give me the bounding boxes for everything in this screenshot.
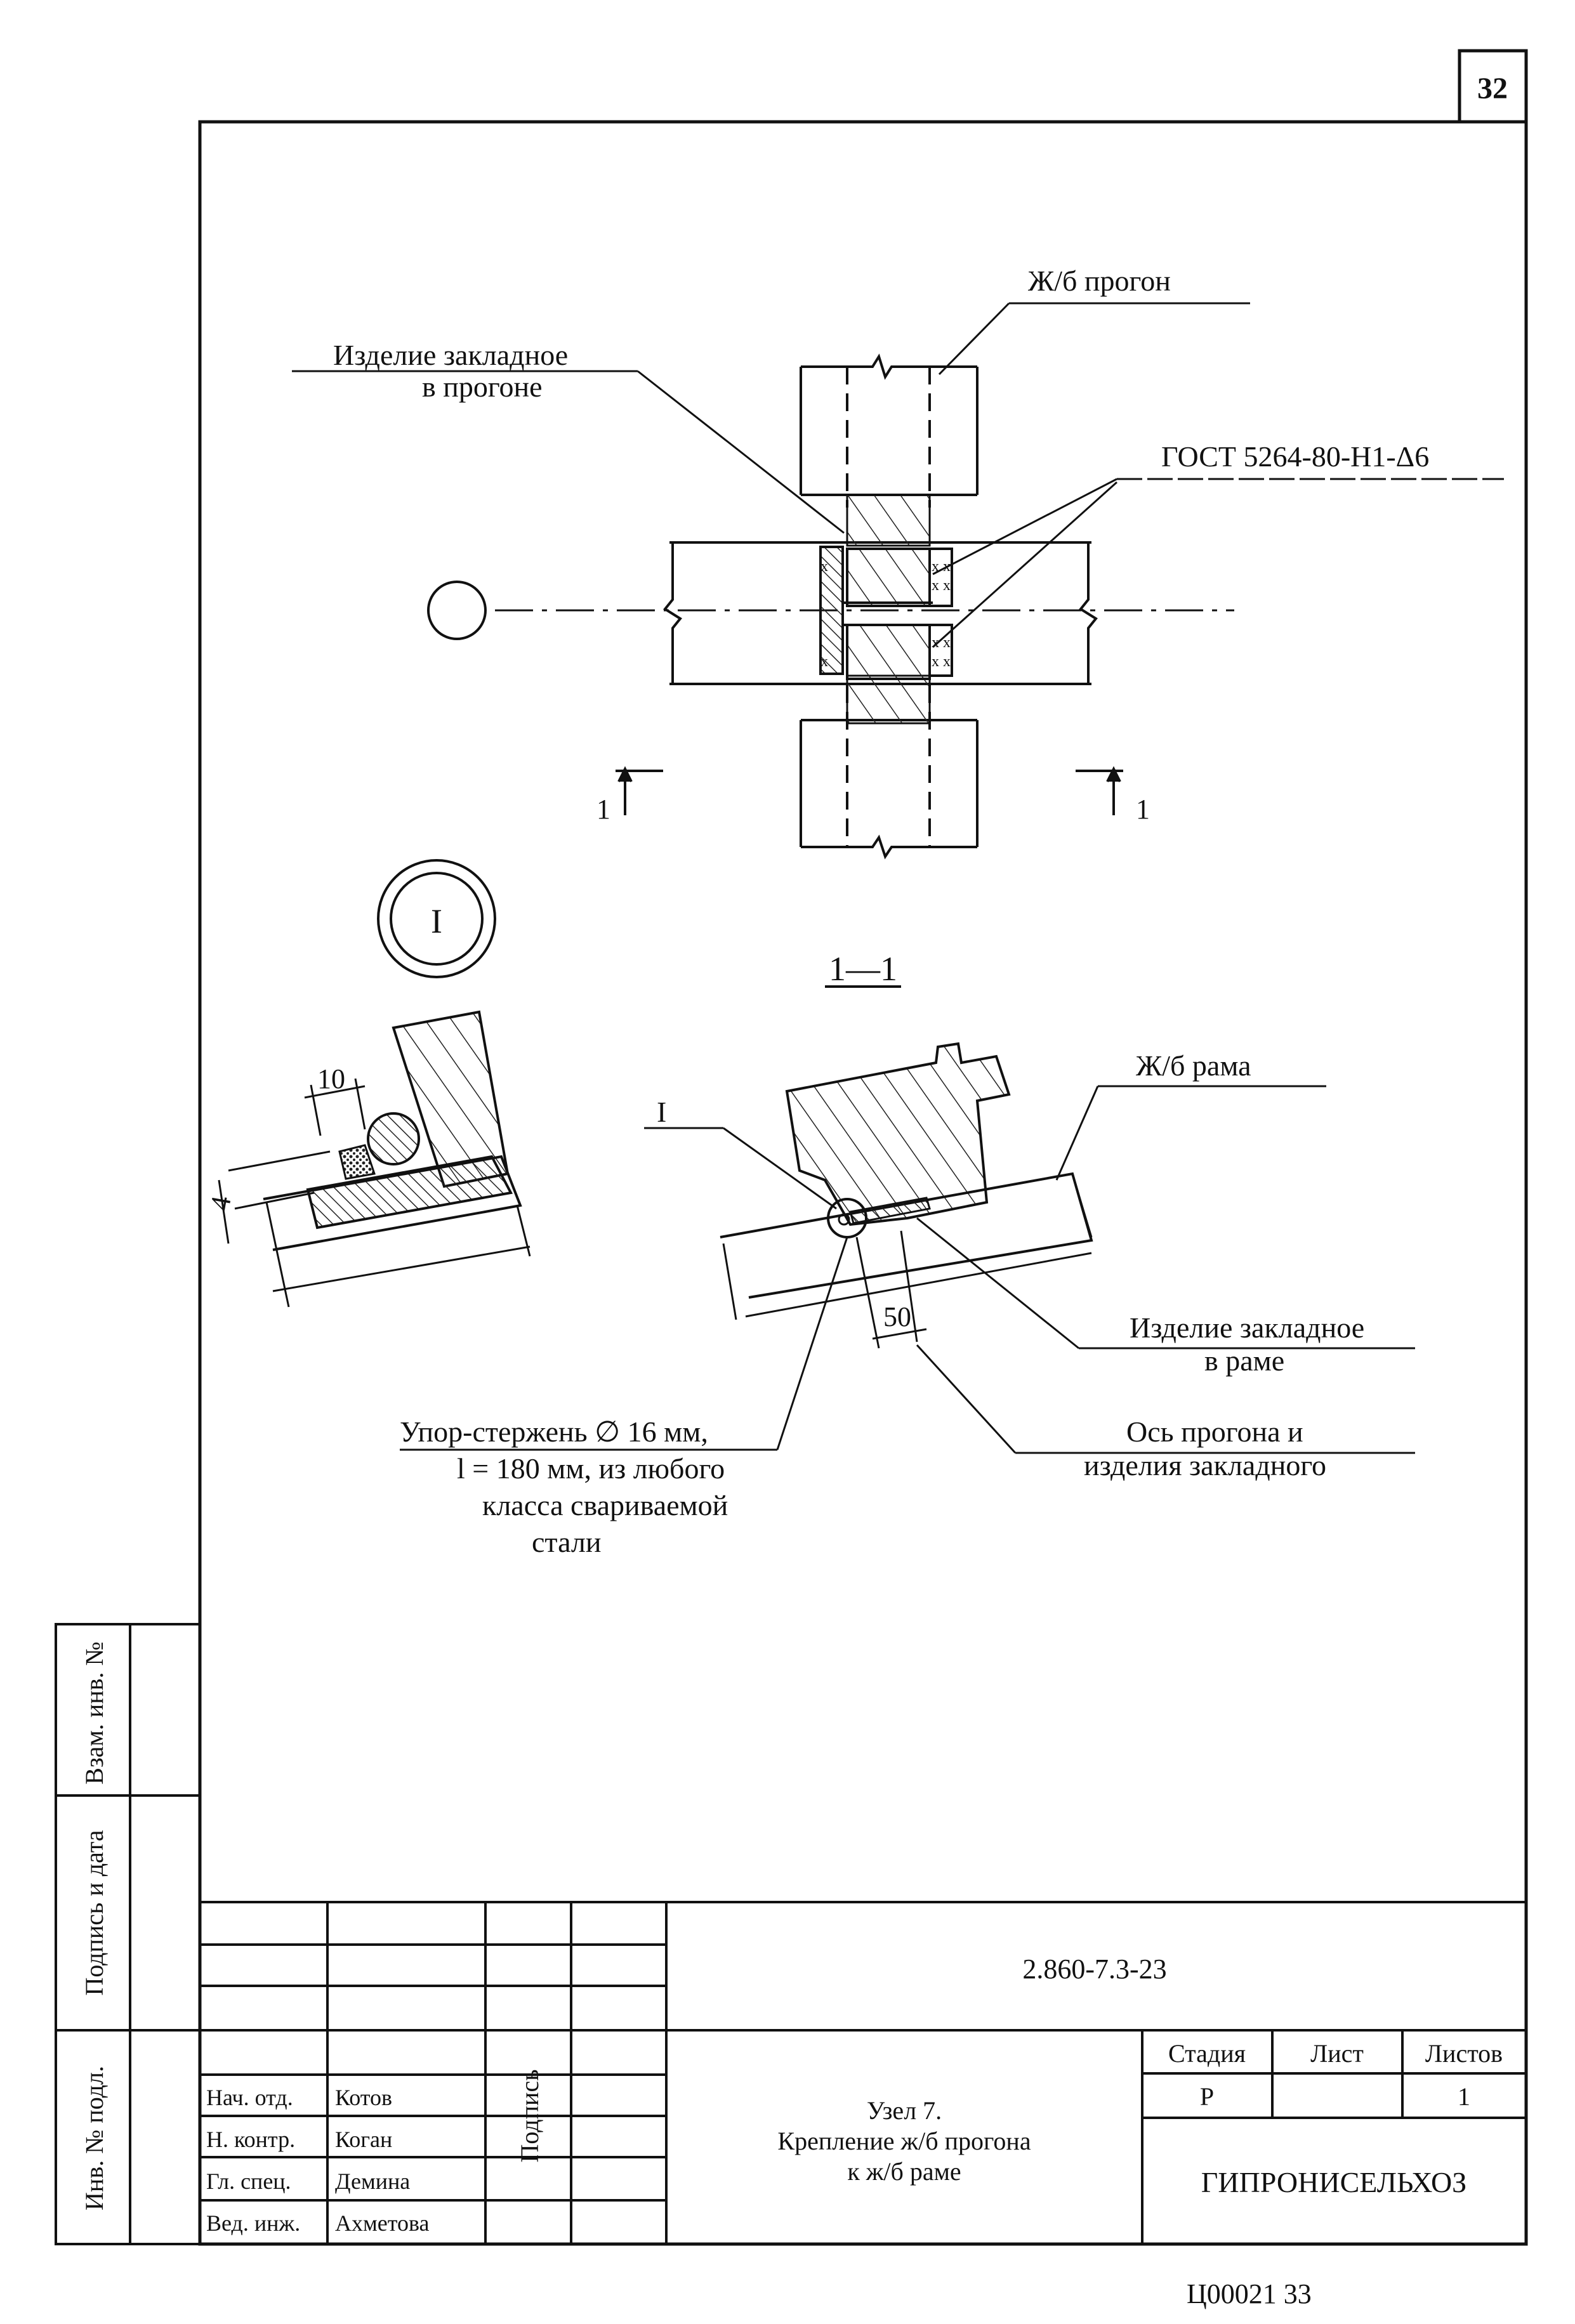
section-dim-bottom: 50 (883, 1301, 911, 1332)
label-weld-gost: ГОСТ 5264-80-Н1-Δ6 (1161, 440, 1429, 473)
sheets-header: Листов (1425, 2039, 1503, 2068)
label-embedded-purlin-1: Изделие закладное (333, 339, 568, 371)
section-embedded-plate (849, 1197, 931, 1224)
doc-code: 2.860-7.3-23 (1022, 1953, 1166, 1985)
sheet-frame: 32 (198, 49, 1528, 2246)
stage-header: Стадия (1168, 2039, 1246, 2068)
section-1-1: 1—1 50 I Ж/б рама И (400, 950, 1415, 1558)
cut-marks (616, 766, 1123, 815)
title-line-3: к ж/б раме (847, 2157, 961, 2186)
side-stamp (55, 1623, 201, 2245)
section-purlin (785, 1042, 1011, 1226)
signature-header: Подпись (515, 2070, 544, 2163)
detail-callout-text: I (431, 902, 442, 940)
role-2: Н. контр. (206, 2127, 295, 2152)
plan-view: x x x x x x x x x x 1 1 Ж/б прогон Из (292, 265, 1504, 860)
detail-weld (338, 1144, 376, 1180)
side-stamp-vzam: Взам. инв. № (80, 1641, 109, 1784)
svg-text:x x: x x (932, 653, 951, 670)
detail-callout-inner (390, 872, 484, 966)
detail-dim-side: 4 (204, 1194, 237, 1213)
name-4: Ахметова (335, 2210, 430, 2236)
section-dims (722, 1173, 1093, 1349)
name-1: Котов (335, 2085, 392, 2110)
svg-text:x x: x x (932, 634, 951, 651)
label-stop-4: стали (532, 1526, 601, 1558)
cut-mark-left: 1 (596, 794, 610, 825)
label-axis-1: Ось прогона и (1126, 1415, 1303, 1448)
label-axis-2: изделия закладного (1084, 1449, 1326, 1481)
detail-dim-top: 10 (317, 1063, 345, 1094)
name-3: Демина (335, 2169, 410, 2194)
sheet-header: Лист (1310, 2039, 1364, 2068)
svg-text:x x: x x (932, 577, 951, 594)
label-embedded-frame-2: в раме (1204, 1344, 1284, 1377)
label-frame: Ж/б рама (1136, 1049, 1251, 1082)
section-leaders (400, 1085, 1415, 1454)
cut-mark-right: 1 (1136, 794, 1150, 825)
page-number-box (1458, 49, 1528, 124)
label-stop-2: l = 180 мм, из любого (457, 1452, 725, 1485)
title-line-2: Крепление ж/б прогона (777, 2127, 1031, 2155)
sheets-value: 1 (1458, 2082, 1470, 2111)
section-callout-label: I (657, 1096, 666, 1128)
stage-value: Р (1200, 2082, 1214, 2111)
embedded-plate-plan: x x x x x x x x x x (819, 494, 953, 725)
svg-text:x: x (820, 653, 828, 670)
svg-text:x: x (820, 558, 828, 575)
title-line-1: Узел 7. (867, 2096, 942, 2125)
role-4: Вед. инж. (206, 2210, 300, 2236)
role-1: Нач. отд. (206, 2085, 293, 2110)
label-stop-3: класса свариваемой (482, 1489, 728, 1521)
detail-embedded-plate (306, 1155, 513, 1230)
role-3: Гл. спец. (206, 2169, 291, 2194)
title-block-grid (200, 1901, 1526, 2244)
section-stop-rod (838, 1213, 850, 1226)
organization: ГИПРОНИСЕЛЬХОЗ (1201, 2166, 1466, 2198)
detail-I: I 10 4 (204, 859, 531, 1308)
label-embedded-purlin-2: в прогоне (422, 371, 543, 403)
section-title: 1—1 (829, 950, 897, 988)
detail-dims (218, 1078, 531, 1308)
detail-callout-outer (377, 859, 496, 978)
page-number: 32 (1477, 72, 1508, 105)
plan-leaders (292, 302, 1504, 648)
footer-code: Ц00021 33 (1187, 2278, 1312, 2309)
side-stamp-inv: Инв. № подл. (80, 2066, 109, 2210)
detail-stop-rod (367, 1112, 420, 1165)
purlin-top (800, 353, 979, 508)
name-2: Коган (335, 2127, 392, 2152)
detail-frame-edge (263, 1155, 522, 1251)
label-embedded-frame-1: Изделие закладное (1130, 1311, 1364, 1344)
label-stop-1: Упор-стержень ∅ 16 мм, (400, 1415, 708, 1448)
axis-marker-circle (427, 581, 487, 640)
label-purlin: Ж/б прогон (1028, 265, 1171, 297)
side-stamp-podpis: Подпись и дата (80, 1830, 109, 1995)
